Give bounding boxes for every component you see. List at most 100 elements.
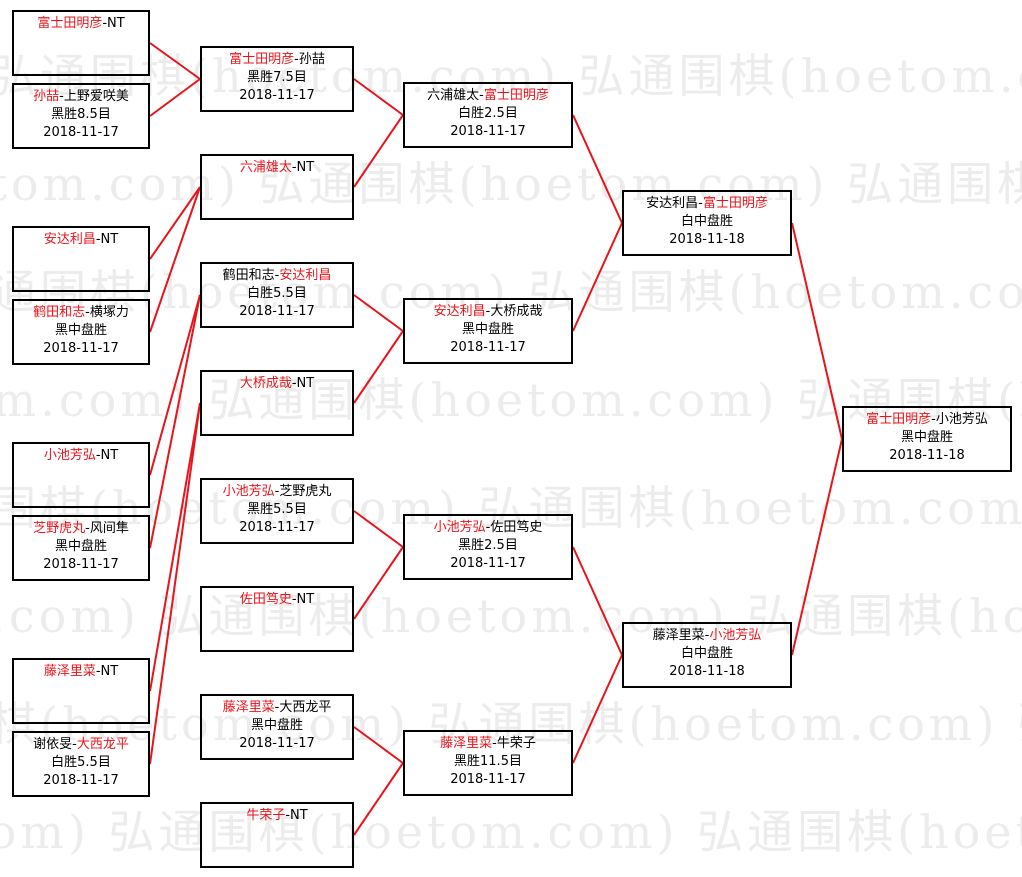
bracket-connector [353, 114, 404, 188]
player-name: -NT [102, 16, 125, 31]
bracket-connector [353, 294, 404, 332]
match-result [14, 465, 148, 483]
match-date: 2018-11-17 [43, 125, 119, 140]
match-date: 2018-11-17 [239, 520, 315, 535]
winner-name: 大桥成哉 [239, 376, 292, 391]
match-date [202, 411, 352, 429]
match-box[interactable]: 六浦雄太-富士田明彦白胜2.5目 2018-11-17 [403, 82, 573, 148]
bracket-connector [149, 294, 201, 549]
match-result: 黑胜2.5目 [458, 538, 518, 553]
bracket-connector [353, 78, 404, 116]
match-result [14, 33, 148, 51]
match-players: 牛荣子-NT [202, 807, 352, 825]
winner-name: 安达利昌 [279, 268, 332, 283]
player-name: -佐田笃史 [485, 520, 543, 535]
match-result: 白中盘胜 [680, 646, 733, 661]
match-date: 2018-11-18 [669, 232, 745, 247]
winner-name: 六浦雄太 [239, 160, 292, 175]
match-date: 2018-11-17 [450, 340, 526, 355]
match-date: 2018-11-18 [889, 448, 965, 463]
match-date: 2018-11-17 [450, 124, 526, 139]
winner-name: 孙喆 [33, 89, 60, 104]
bracket-connector [791, 438, 843, 656]
match-box[interactable]: 安达利昌-NT [12, 226, 150, 292]
match-result: 黑胜7.5目 [247, 70, 307, 85]
bracket-connector [353, 762, 404, 836]
match-result: 黑胜11.5目 [454, 754, 522, 769]
match-box[interactable]: 大桥成哉-NT [200, 370, 354, 436]
match-players: 藤泽里菜-大西龙平 [202, 699, 352, 717]
player-name: -风间隼 [85, 521, 129, 536]
match-box[interactable]: 六浦雄太-NT [200, 154, 354, 220]
winner-name: 藤泽里菜 [43, 664, 96, 679]
player-name: -大西龙平 [274, 700, 332, 715]
bracket-connector [572, 546, 623, 656]
winner-name: 牛荣子 [246, 808, 286, 823]
match-box[interactable]: 佐田笃史-NT [200, 586, 354, 652]
bracket-connector [149, 78, 201, 117]
winner-name: 鹤田和志 [33, 305, 86, 320]
match-result: 黑胜5.5目 [247, 502, 307, 517]
match-players: 富士田明彦-小池芳弘 [844, 411, 1010, 429]
winner-name: 富士田明彦 [229, 52, 295, 67]
match-players: 小池芳弘-NT [14, 447, 148, 465]
match-players: 藤泽里菜-小池芳弘 [624, 627, 790, 645]
player-name: -大桥成哉 [485, 304, 543, 319]
match-result: 白中盘胜 [680, 214, 733, 229]
bracket-connector [149, 42, 201, 80]
match-date [14, 483, 148, 501]
match-date: 2018-11-17 [450, 772, 526, 787]
match-date [202, 195, 352, 213]
winner-name: 安达利昌 [433, 304, 486, 319]
player-name: -横塚力 [85, 305, 129, 320]
bracket-connector [791, 222, 843, 440]
match-date: 2018-11-17 [239, 736, 315, 751]
winner-name: 小池芳弘 [43, 448, 96, 463]
match-players: 孙喆-上野爱咲美 [14, 88, 148, 106]
match-date [14, 51, 148, 69]
match-result [202, 825, 352, 843]
match-date [202, 627, 352, 645]
player-name: -牛荣子 [492, 736, 536, 751]
match-result: 黑中盘胜 [461, 322, 514, 337]
match-result: 白胜2.5目 [458, 106, 518, 121]
winner-name: 藤泽里菜 [222, 700, 275, 715]
bracket-connector [353, 726, 404, 764]
match-result: 白胜5.5目 [247, 286, 307, 301]
match-box[interactable]: 牛荣子-NT [200, 802, 354, 868]
match-box[interactable]: 富士田明彦-小池芳弘黑中盘胜 2018-11-18 [842, 406, 1012, 472]
winner-name: 大西龙平 [76, 737, 129, 752]
match-result: 白胜5.5目 [51, 755, 111, 770]
match-box[interactable]: 藤泽里菜-NT [12, 658, 150, 724]
match-box[interactable]: 小池芳弘-NT [12, 442, 150, 508]
player-name: 鹤田和志- [222, 268, 280, 283]
match-box[interactable]: 富士田明彦-NT [12, 10, 150, 76]
match-date [14, 267, 148, 285]
bracket-connector [572, 654, 623, 764]
match-result [202, 609, 352, 627]
match-date: 2018-11-17 [43, 341, 119, 356]
player-name: 六浦雄太- [427, 88, 484, 103]
match-date [14, 699, 148, 717]
bracket-connector [572, 114, 623, 224]
player-name: -NT [291, 592, 315, 607]
winner-name: 富士田明彦 [702, 196, 768, 211]
match-players: 鹤田和志-横塚力 [14, 304, 148, 322]
match-result: 黑中盘胜 [900, 430, 953, 445]
match-date [202, 843, 352, 861]
winner-name: 富士田明彦 [483, 88, 549, 103]
match-box[interactable]: 安达利昌-大桥成哉黑中盘胜 2018-11-17 [403, 298, 573, 364]
